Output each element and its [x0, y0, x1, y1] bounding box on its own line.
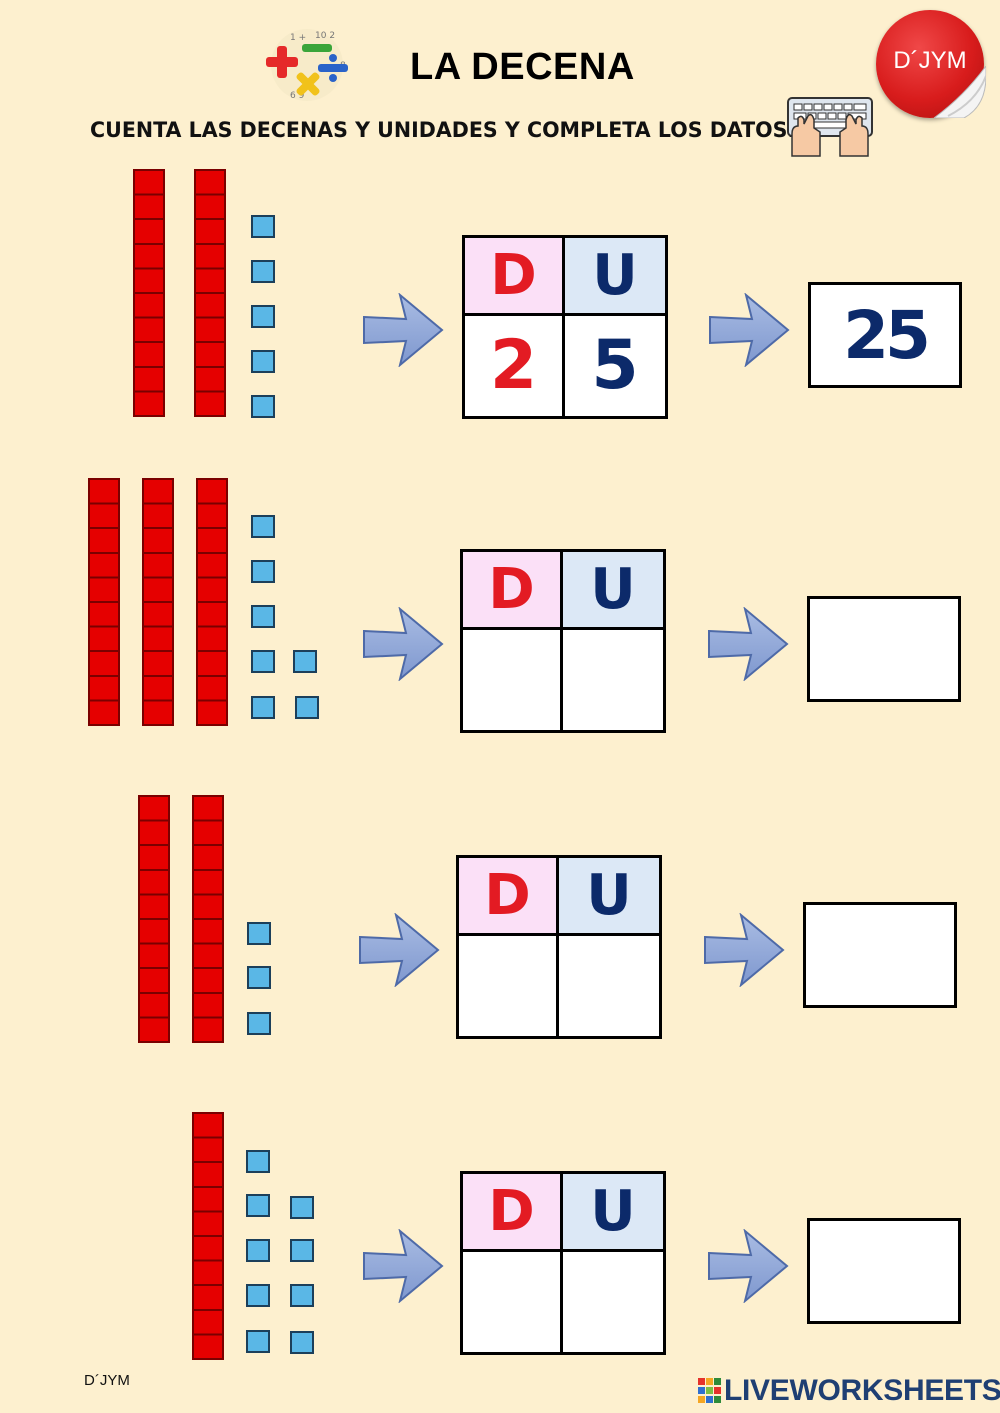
- units-answer-field[interactable]: [563, 1252, 663, 1352]
- unit-cube: [293, 650, 317, 673]
- unit-cube: [246, 1150, 270, 1173]
- page-title: LA DECENA: [410, 46, 635, 88]
- units-answer-field[interactable]: 5: [565, 316, 665, 416]
- units-header-label: U: [586, 862, 632, 928]
- unit-cube: [251, 560, 275, 583]
- unit-cube: [251, 696, 275, 719]
- arrow-right-icon: [708, 607, 789, 681]
- unit-cube: [251, 515, 275, 538]
- number-answer-field[interactable]: [803, 902, 957, 1008]
- arrow-right-icon: [363, 293, 444, 367]
- unit-cube: [247, 966, 271, 989]
- tens-answer-field[interactable]: [463, 1252, 563, 1352]
- units-answer-field[interactable]: [563, 630, 663, 730]
- number-answer-field[interactable]: [807, 1218, 961, 1324]
- tens-rod: [133, 169, 165, 417]
- units-header: U: [563, 1174, 663, 1252]
- keyboard-hands-icon: [787, 97, 873, 157]
- unit-cube: [251, 215, 275, 238]
- arrow-right-icon: [359, 913, 440, 987]
- tens-header: D: [465, 238, 565, 316]
- unit-cube: [295, 696, 319, 719]
- unit-cube: [251, 650, 275, 673]
- units-answer-field[interactable]: [559, 936, 659, 1036]
- units-header: U: [563, 552, 663, 630]
- number-answer-field[interactable]: 25: [808, 282, 962, 388]
- liveworksheets-logo-icon: [698, 1378, 721, 1403]
- svg-text:6 9: 6 9: [290, 91, 305, 101]
- instruction-text: CUENTA LAS DECENAS Y UNIDADES Y COMPLETA…: [90, 118, 796, 142]
- tens-header-label: D: [488, 1178, 535, 1244]
- unit-cube: [246, 1194, 270, 1217]
- du-table: D U: [460, 549, 666, 733]
- tens-rod: [196, 478, 228, 726]
- unit-cube: [251, 605, 275, 628]
- number-answer-value: 25: [843, 296, 931, 374]
- units-header-label: U: [590, 1178, 636, 1244]
- arrow-right-icon: [363, 607, 444, 681]
- tens-answer-value: 2: [489, 326, 538, 405]
- liveworksheets-brand[interactable]: LIVEWORKSHEETS: [724, 1374, 1000, 1407]
- du-table: D U: [460, 1171, 666, 1355]
- tens-rod: [192, 1112, 224, 1360]
- unit-cube: [251, 395, 275, 418]
- unit-cube: [251, 350, 275, 373]
- tens-answer-field[interactable]: [459, 936, 559, 1036]
- tens-header-label: D: [488, 556, 535, 622]
- units-header: U: [559, 858, 659, 936]
- author-credit: D´JYM: [84, 1372, 130, 1389]
- tens-header-label: D: [484, 862, 531, 928]
- svg-text:10 2: 10 2: [315, 31, 335, 41]
- unit-cube: [247, 1012, 271, 1035]
- unit-cube: [246, 1284, 270, 1307]
- unit-cube: [290, 1196, 314, 1219]
- unit-cube: [290, 1331, 314, 1354]
- du-table: D U 2 5: [462, 235, 668, 419]
- badge-text: D´JYM: [893, 47, 967, 74]
- unit-cube: [251, 305, 275, 328]
- tens-header: D: [463, 1174, 563, 1252]
- badge-curl-decoration: [934, 66, 986, 118]
- tens-answer-field[interactable]: [463, 630, 563, 730]
- unit-cube: [290, 1239, 314, 1262]
- tens-rod: [192, 795, 224, 1043]
- number-answer-field[interactable]: [807, 596, 961, 702]
- units-header-label: U: [592, 242, 638, 308]
- tens-rod: [88, 478, 120, 726]
- tens-header: D: [463, 552, 563, 630]
- arrow-right-icon: [708, 1229, 789, 1303]
- unit-cube: [246, 1330, 270, 1353]
- units-header-label: U: [590, 556, 636, 622]
- tens-rod: [142, 478, 174, 726]
- tens-rod: [138, 795, 170, 1043]
- arrow-right-icon: [363, 1229, 444, 1303]
- svg-text:1 +: 1 +: [290, 33, 306, 43]
- tens-rod: [194, 169, 226, 417]
- tens-header: D: [459, 858, 559, 936]
- unit-cube: [246, 1239, 270, 1262]
- du-table: D U: [456, 855, 662, 1039]
- unit-cube: [251, 260, 275, 283]
- tens-answer-field[interactable]: 2: [465, 316, 565, 416]
- arrow-right-icon: [709, 293, 790, 367]
- units-answer-value: 5: [591, 326, 639, 405]
- tens-header-label: D: [490, 242, 537, 308]
- arrow-right-icon: [704, 913, 785, 987]
- unit-cube: [247, 922, 271, 945]
- math-symbols-logo: 1 + 10 2 7 8 6 9: [266, 29, 348, 101]
- unit-cube: [290, 1284, 314, 1307]
- units-header: U: [565, 238, 665, 316]
